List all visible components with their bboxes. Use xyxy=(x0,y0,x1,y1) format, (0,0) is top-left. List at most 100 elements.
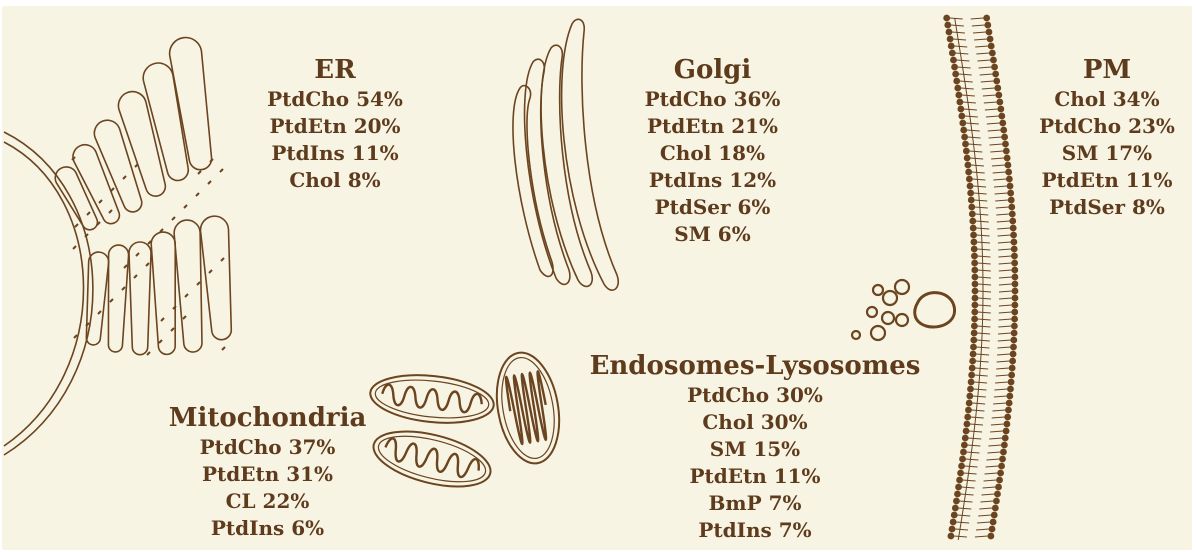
lipid-head xyxy=(1005,169,1012,176)
lipid-head xyxy=(965,162,972,169)
lipid-head xyxy=(961,442,968,449)
lipid-head xyxy=(971,253,978,260)
lipid-head xyxy=(994,85,1001,92)
lipid-head xyxy=(967,190,974,197)
lipid-tail xyxy=(988,130,1001,131)
lipid-head xyxy=(964,155,971,162)
lipid-tail xyxy=(966,452,979,453)
lipid-tail xyxy=(957,515,970,516)
lipid-head xyxy=(988,43,995,50)
lipid-head xyxy=(950,519,957,526)
lipid-tail xyxy=(977,340,990,341)
lipid-tail xyxy=(998,249,1011,250)
er-ribosome xyxy=(123,176,126,179)
mitochondria-lipid-3: CL 22% xyxy=(160,488,375,515)
er-ribosome xyxy=(222,347,225,350)
lipid-head xyxy=(989,526,996,533)
lipid-tail xyxy=(984,102,997,103)
er-cisterna xyxy=(105,245,129,353)
lipid-head xyxy=(991,64,998,71)
er-ribosome xyxy=(171,328,174,331)
lipid-tail xyxy=(987,452,1000,453)
lipid-head xyxy=(1006,400,1013,407)
golgi-title: Golgi xyxy=(625,54,800,86)
lipid-tail xyxy=(992,417,1005,418)
lipid-tail xyxy=(989,137,1002,138)
lipid-tail xyxy=(998,326,1011,327)
lipid-head xyxy=(952,505,959,512)
lipid-tail xyxy=(979,508,992,509)
lipid-tail xyxy=(954,46,967,47)
lipid-head xyxy=(968,197,975,204)
er-ribosome xyxy=(172,217,175,220)
lipid-head xyxy=(951,64,958,71)
lipid-tail xyxy=(977,256,990,257)
lipid-head xyxy=(1011,246,1018,253)
lipid-head xyxy=(1010,337,1017,344)
lipid-tail xyxy=(974,200,987,201)
lipid-tail xyxy=(972,403,985,404)
lipid-head xyxy=(1002,435,1009,442)
lipid-head xyxy=(1002,141,1009,148)
lipid-tail xyxy=(999,277,1012,278)
golgi-cisterna xyxy=(562,19,619,290)
endolyso-lipid-3: SM 15% xyxy=(580,436,930,463)
lipid-head xyxy=(957,470,964,477)
lipid-head xyxy=(951,512,958,519)
er-ribosome xyxy=(87,212,90,215)
lipid-tail xyxy=(972,172,985,173)
lipid-tail xyxy=(998,242,1011,243)
lipid-head xyxy=(1008,204,1015,211)
mitochondria-title: Mitochondria xyxy=(160,402,375,434)
lipid-tail xyxy=(980,501,993,502)
lipid-head xyxy=(1008,379,1015,386)
mitochondrion-outer-membrane xyxy=(368,370,496,429)
lipid-tail xyxy=(971,18,984,19)
endosomes-lysosomes-title: Endosomes-Lysosomes xyxy=(580,350,930,382)
lipid-tail xyxy=(993,172,1006,173)
er-cisterna xyxy=(168,35,218,171)
lipid-head xyxy=(944,22,951,29)
er-ribosome xyxy=(98,311,101,314)
lipid-head xyxy=(969,365,976,372)
lipid-head xyxy=(1011,309,1018,316)
lipid-head xyxy=(972,281,979,288)
lipid-tail xyxy=(978,312,991,313)
lipid-tail xyxy=(976,347,989,348)
lipid-head xyxy=(972,295,979,302)
lipid-head xyxy=(1009,218,1016,225)
lipid-tail xyxy=(994,396,1007,397)
lipid-head xyxy=(969,358,976,365)
golgi-stack xyxy=(513,19,618,290)
er-lipid-1: PtdCho 54% xyxy=(250,86,420,113)
lipid-tail xyxy=(995,193,1008,194)
mitochondrion-cristae xyxy=(504,371,551,445)
mitochondria-label-block: Mitochondria PtdCho 37% PtdEtn 31% CL 22… xyxy=(160,402,375,542)
vesicle xyxy=(873,285,883,295)
er-ribosome xyxy=(221,258,224,261)
lipid-tail xyxy=(988,445,1001,446)
mitochondria-lipid-4: PtdIns 6% xyxy=(160,515,375,542)
lipid-head xyxy=(949,526,956,533)
lipid-tail xyxy=(997,354,1010,355)
lipid-head xyxy=(960,127,967,134)
lipid-tail xyxy=(981,494,994,495)
lipid-tail xyxy=(963,480,976,481)
lipid-tail xyxy=(976,529,989,530)
er-ribosome xyxy=(159,340,162,343)
lipid-tail xyxy=(976,354,989,355)
er-label-block: ER PtdCho 54% PtdEtn 20% PtdIns 11% Chol… xyxy=(250,54,420,194)
lipid-tail xyxy=(975,536,988,537)
er-ribosome xyxy=(109,210,112,213)
pm-label-block: PM Chol 34% PtdCho 23% SM 17% PtdEtn 11%… xyxy=(1022,54,1192,221)
lipid-tail xyxy=(952,32,965,33)
pm-lipid-1: Chol 34% xyxy=(1022,86,1192,113)
er-cisterna xyxy=(129,242,151,355)
lipid-head xyxy=(1010,225,1017,232)
lipid-tail xyxy=(969,151,982,152)
lipid-tail xyxy=(997,347,1010,348)
lipid-tail xyxy=(972,25,985,26)
lipid-tail xyxy=(973,32,986,33)
vesicle xyxy=(882,312,894,324)
lipid-tail xyxy=(986,466,999,467)
